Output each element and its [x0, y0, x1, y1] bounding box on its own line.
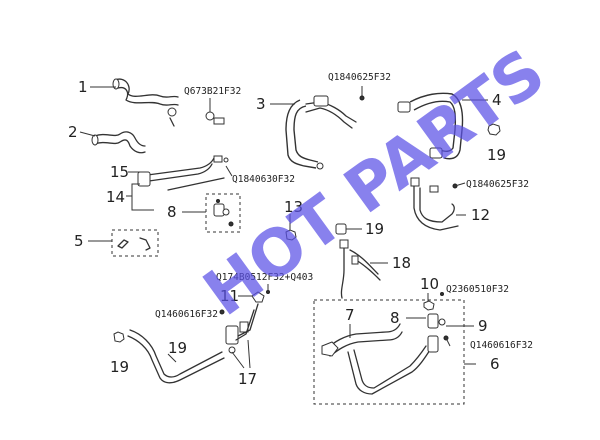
callout-7: 7: [345, 306, 355, 324]
part-15-pipe[interactable]: [137, 155, 229, 191]
callout-4: 3: [256, 95, 266, 113]
part-2-hose[interactable]: [91, 131, 146, 154]
callout-19-mid: 19: [365, 220, 384, 238]
callout-8-left: 8: [167, 203, 177, 221]
part-19-cap-bottom[interactable]: [113, 331, 125, 343]
leader-14: [126, 183, 154, 211]
code-q2360510: Q2360510F32: [446, 284, 509, 295]
part-3-clip[interactable]: [117, 237, 151, 251]
part-11-clip[interactable]: [251, 291, 265, 303]
callout-15: 15: [110, 163, 129, 181]
part-18-pipe[interactable]: [127, 329, 225, 384]
leader-q1840630: [225, 165, 233, 177]
callout-11: 11: [220, 287, 239, 305]
callout-9: 9: [478, 317, 488, 335]
part-12-pipe[interactable]: [410, 177, 459, 231]
leader-18: [167, 353, 177, 363]
code-q1840625-right: Q1840625F32: [466, 179, 529, 190]
callout-1: 1: [78, 78, 88, 96]
code-q1460616-left: Q1460616F32: [155, 309, 218, 320]
part-8-right-valve[interactable]: [427, 313, 446, 329]
box-part-3: [111, 229, 159, 257]
part-17-valve[interactable]: [225, 303, 259, 354]
part-16-pipe[interactable]: [339, 239, 381, 299]
bolt-q2360510[interactable]: [440, 292, 444, 296]
code-q1460616-right: Q1460616F32: [470, 340, 533, 351]
code-q1840630: Q1840630F32: [232, 174, 295, 185]
bolt-q1840625-top[interactable]: [359, 95, 365, 101]
leader-q1460616-right: [445, 337, 451, 347]
part-19-cap-top[interactable]: [487, 123, 501, 136]
callout-18: 19: [168, 339, 187, 357]
bolt-q174[interactable]: [266, 290, 270, 294]
part-5-hose[interactable]: [397, 92, 464, 160]
callout-5: 4: [492, 91, 502, 109]
leader-q1840625-right: [454, 182, 466, 187]
code-q673: Q673B21F32: [184, 86, 241, 97]
part-7-pipe[interactable]: [321, 323, 439, 395]
clamp-q673[interactable]: [167, 98, 225, 127]
callout-14: 14: [106, 188, 125, 206]
callout-3: 5: [74, 232, 84, 250]
callout-16: 18: [392, 254, 411, 272]
callout-17: 17: [238, 370, 257, 388]
code-q174: Q174B0512F32+Q403: [216, 272, 313, 283]
callout-2: 2: [68, 123, 78, 141]
callout-12: 12: [471, 206, 490, 224]
part-1-hose[interactable]: [112, 78, 179, 106]
callout-8-right: 8: [390, 309, 400, 327]
bolt-q1460616-left[interactable]: [219, 309, 225, 315]
code-q1840625-top: Q1840625F32: [328, 72, 391, 83]
callout-19-top: 19: [487, 146, 506, 164]
part-4-hose[interactable]: [285, 95, 357, 170]
leader-2: [79, 131, 96, 137]
callout-6: 6: [490, 355, 500, 373]
part-8-left-valve[interactable]: [213, 199, 234, 227]
callout-19-bottom: 19: [110, 358, 129, 376]
box-part-6: [313, 299, 465, 405]
callout-10: 10: [420, 275, 439, 293]
callout-13: 13: [284, 198, 303, 216]
part-10-clip[interactable]: [423, 300, 435, 311]
leader-17: [231, 339, 251, 369]
